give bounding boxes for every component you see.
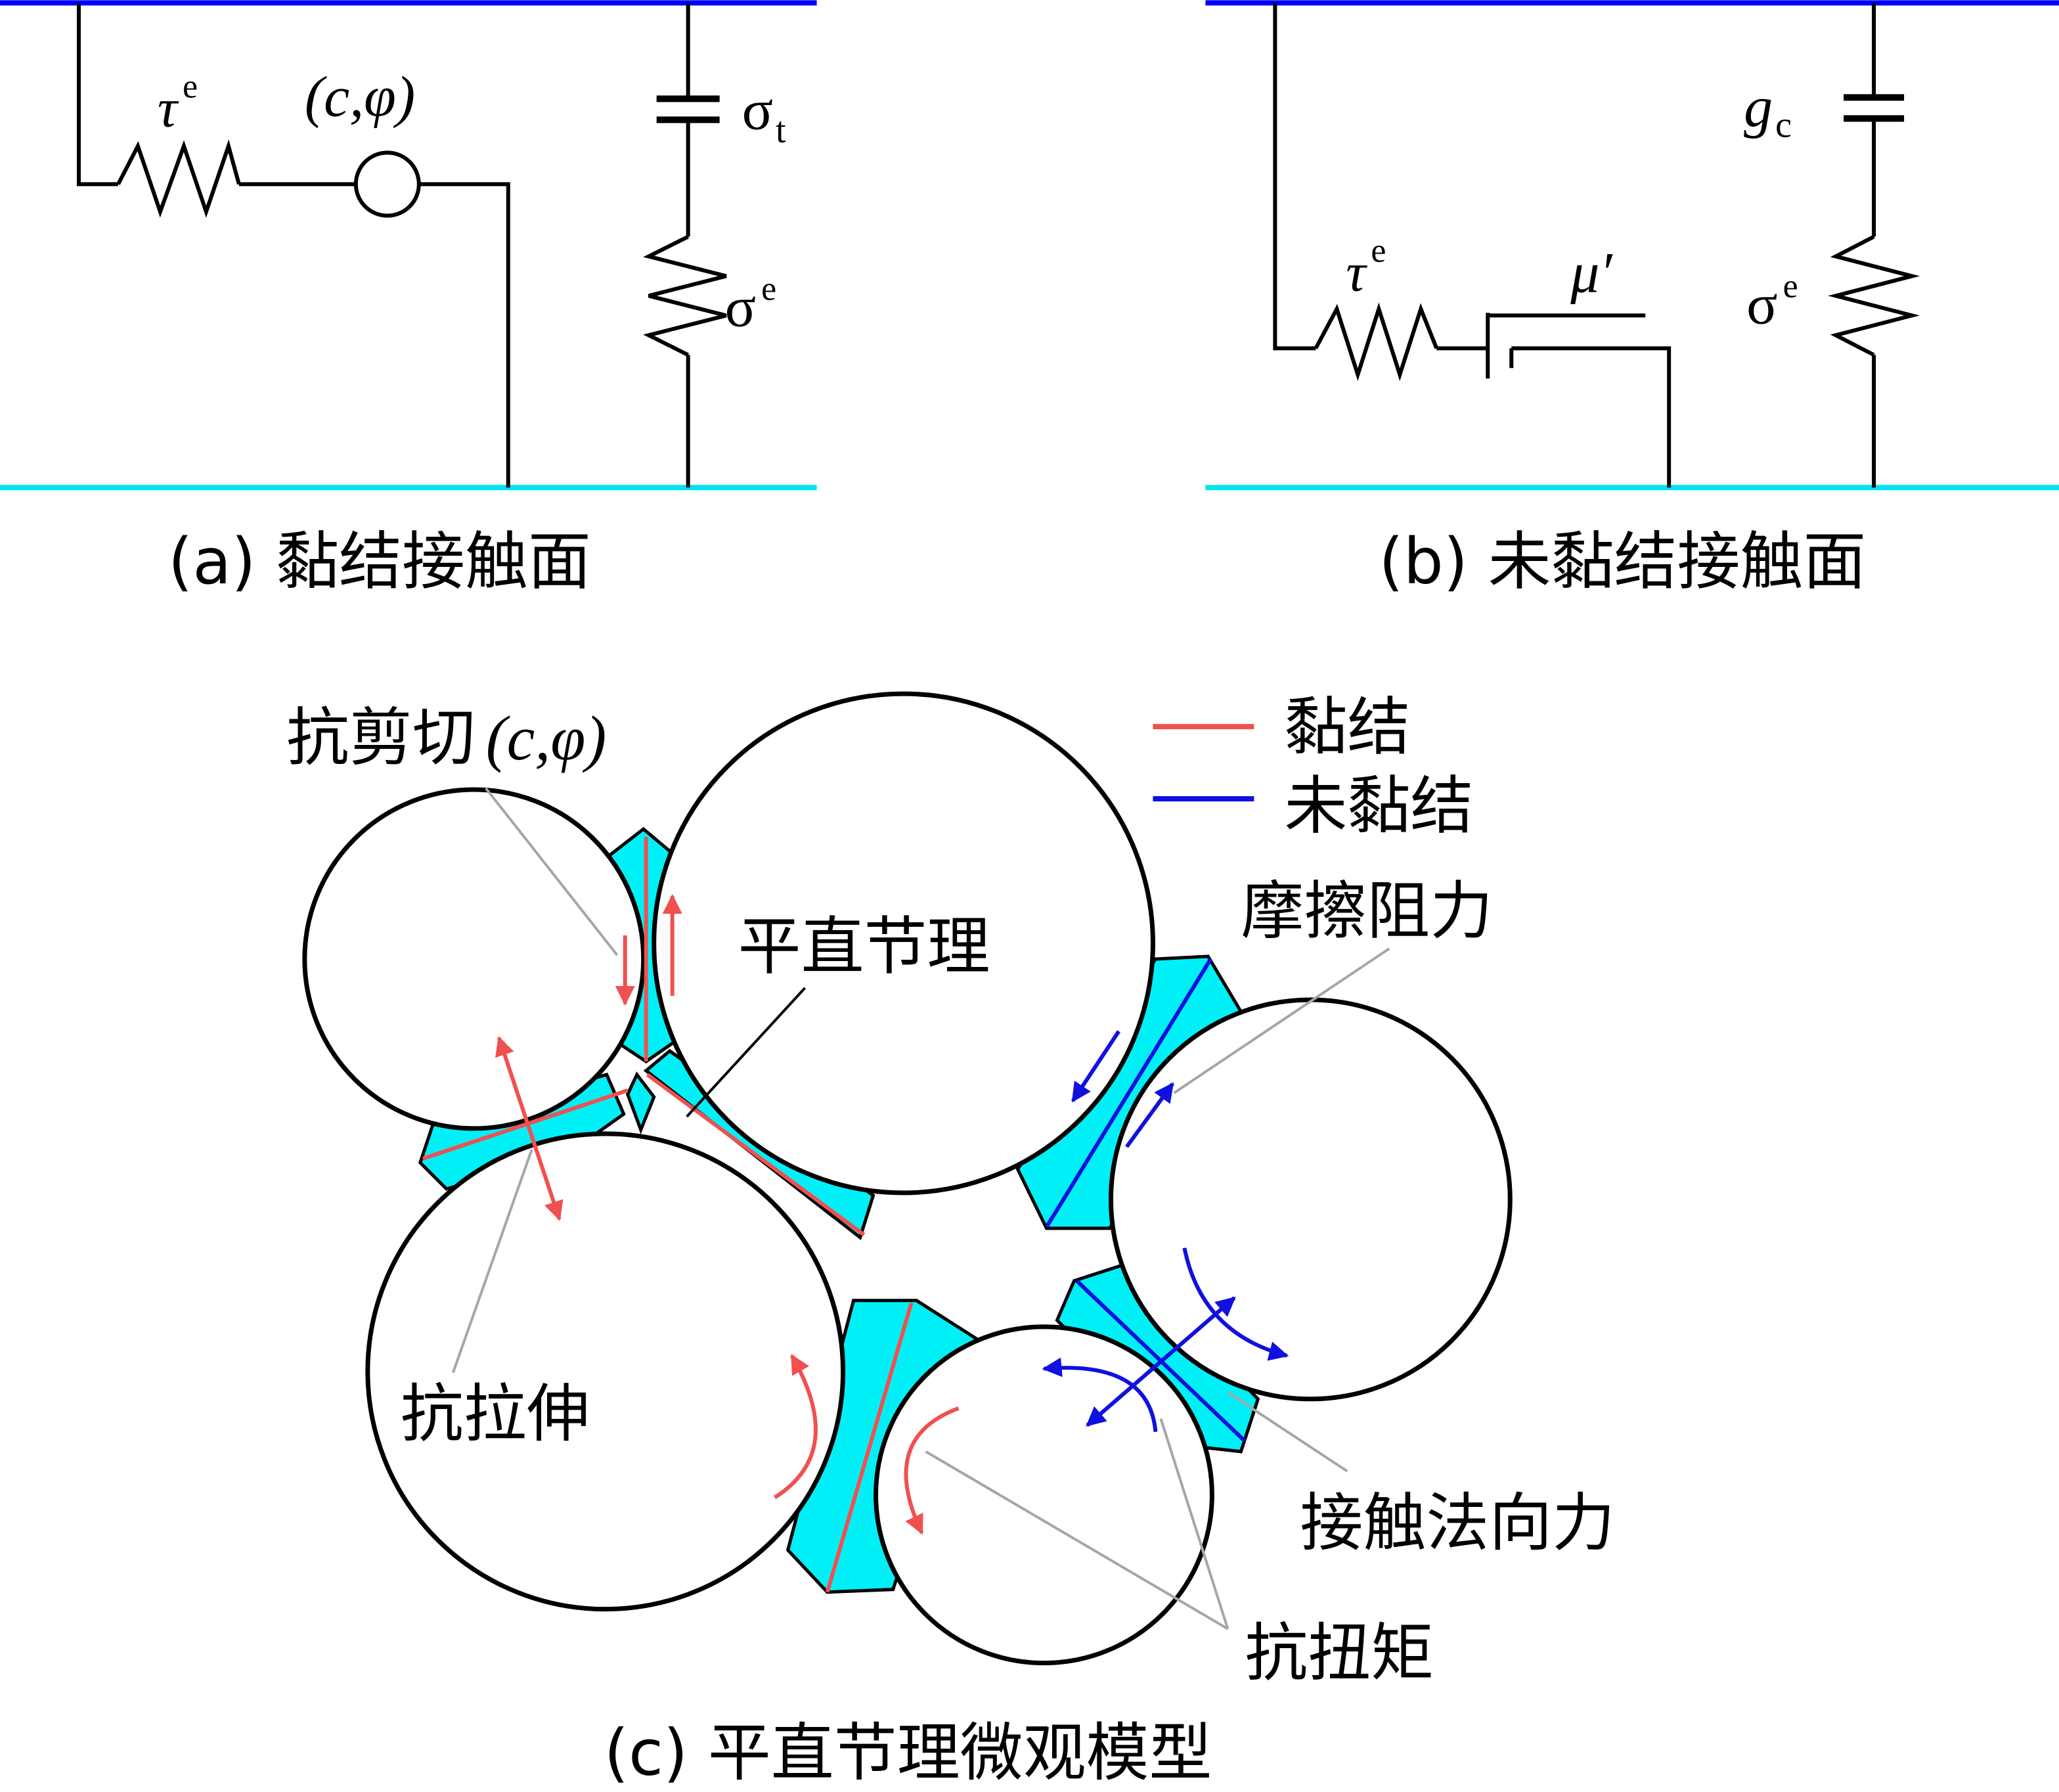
c-phi-label: (c,φ) [305,65,415,129]
friction-slider-bottom-plate [1511,346,1672,488]
shear-wire-right [418,182,510,488]
leader-joint [686,987,807,1118]
particle-top-left [302,787,646,1131]
normal-force-arrow [1086,1296,1236,1427]
slider-joint-circle [353,150,421,218]
friction-arrow-down [1071,1030,1120,1103]
legend-unbonded-label: 未黏结 [1284,769,1473,843]
label-tension: 抗拉伸 [401,1378,590,1451]
particle-top-large [652,691,1155,1196]
label-joint: 平直节理 [738,910,990,983]
label-shear: 抗剪切(c,φ) [286,701,606,774]
panel-c-flat-joint-model: 黏结 未黏结 抗剪切(c,φ) 平直节理 摩擦阻力 抗拉伸 接触法向力 抗扭矩 … [286,690,1615,1790]
cement-center-v [625,1071,656,1134]
torque-arrow-lower-blue [1042,1357,1158,1433]
torque-arrow-right [904,1406,960,1535]
label-torque: 抗扭矩 [1245,1617,1434,1690]
particle-right [1108,997,1513,1402]
leader-normal-force [1227,1391,1348,1473]
torque-arrow-upper-blue [1182,1247,1289,1361]
leader-torque-b [1159,1418,1229,1630]
normal-spring [643,235,727,357]
leader-tension [451,1149,533,1374]
leader-friction [1173,947,1390,1094]
friction-arrow-up [1125,1082,1174,1148]
leader-shear [485,787,619,956]
caption-b: (b) 未黏结接触面 [1379,525,1866,598]
bonded-joint-upper-middle [646,1073,866,1237]
shear-branch-wire-left [76,3,118,187]
torque-arrow-left [774,1354,818,1500]
mu-label: μ′ [1570,241,1613,305]
caption-a: (a) 黏结接触面 [168,525,591,598]
tension-arrow [495,1036,564,1221]
particle-left-large [365,1131,846,1612]
particle-bottom-small [874,1324,1214,1666]
leader-torque-a [925,1450,1229,1630]
normal-spring [1828,235,1920,357]
shear-spring [1314,302,1439,382]
caption-c: (c) 平直节理微观模型 [604,1716,1212,1790]
label-friction: 摩擦阻力 [1241,874,1493,948]
bonded-joint-bottom-middle [825,1302,914,1593]
shear-spring [116,139,241,218]
legend: 黏结 未黏结 [1153,690,1473,843]
shear-branch-wire-left [1273,3,1316,351]
legend-bonded-label: 黏结 [1284,690,1410,764]
label-normal-force: 接触法向力 [1300,1487,1615,1560]
unbonded-joint-right-upper [1044,958,1212,1228]
